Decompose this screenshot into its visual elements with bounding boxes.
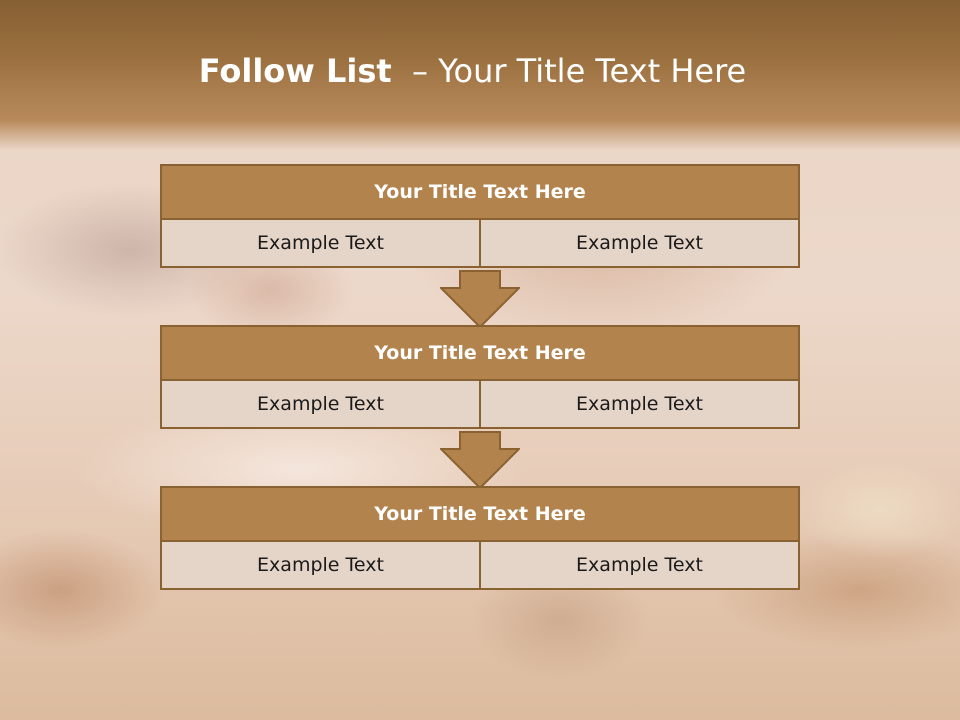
step-cell-left: Example Text <box>160 379 481 429</box>
slide-title-rest: – Your Title Text Here <box>391 52 747 90</box>
step-title: Your Title Text Here <box>160 164 800 220</box>
step-title: Your Title Text Here <box>160 325 800 381</box>
step-block-2: Your Title Text Here Example Text Exampl… <box>160 325 800 429</box>
down-arrow-icon <box>440 431 520 489</box>
step-cell-left: Example Text <box>160 218 481 268</box>
step-cell-right: Example Text <box>479 379 800 429</box>
title-bar <box>0 0 960 150</box>
step-cell-left: Example Text <box>160 540 481 590</box>
step-title: Your Title Text Here <box>160 486 800 542</box>
step-block-1: Your Title Text Here Example Text Exampl… <box>160 164 800 268</box>
step-cell-right: Example Text <box>479 540 800 590</box>
slide-title: Follow List – Your Title Text Here <box>0 52 945 90</box>
step-block-3: Your Title Text Here Example Text Exampl… <box>160 486 800 590</box>
down-arrow-icon <box>440 270 520 328</box>
slide-title-bold: Follow List <box>198 52 392 90</box>
step-cell-right: Example Text <box>479 218 800 268</box>
